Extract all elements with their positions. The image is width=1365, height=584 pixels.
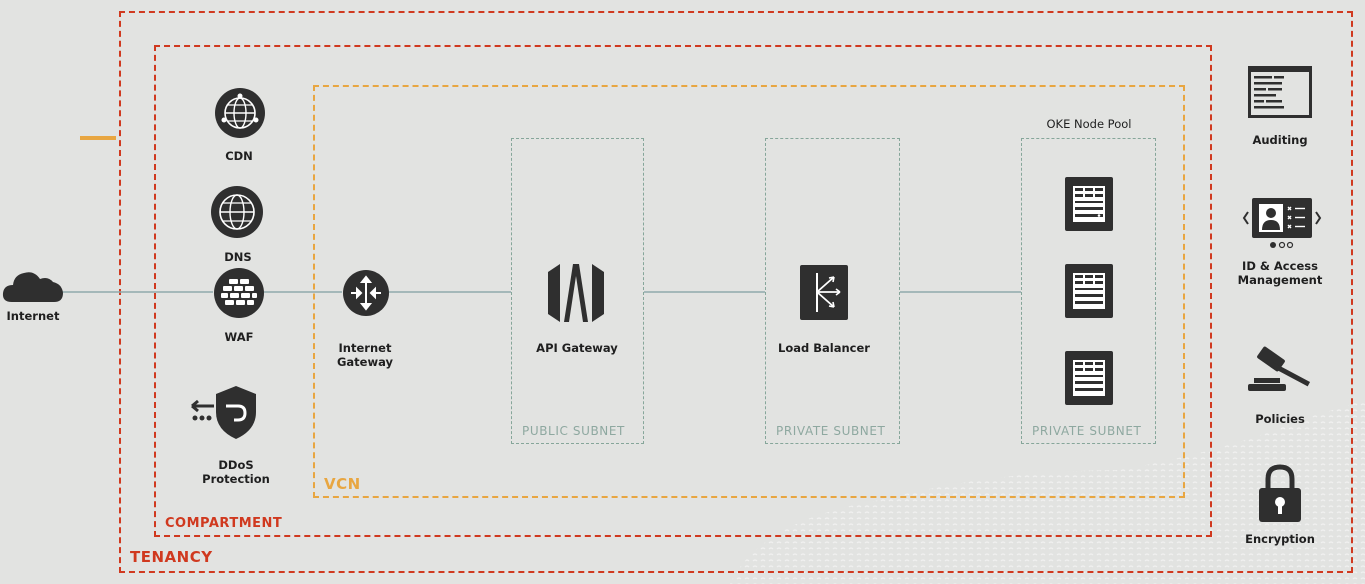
ddos-label-line2: Protection <box>202 472 270 486</box>
lock-icon <box>1259 464 1301 522</box>
public-subnet <box>511 138 644 444</box>
orange-dash-marker <box>80 136 116 140</box>
id-access-icon <box>1242 198 1322 249</box>
internet-gateway-label: Internet Gateway <box>325 341 405 369</box>
vcn-label: VCN <box>324 475 361 493</box>
load-balancer-icon <box>800 265 848 320</box>
gavel-icon <box>1248 346 1311 391</box>
private-subnet-oke <box>1021 138 1156 444</box>
api-gateway-label: API Gateway <box>536 341 618 355</box>
internet-label: Internet <box>6 309 60 323</box>
ddos-shield-icon <box>191 386 256 439</box>
compute-node-icon <box>1065 351 1113 405</box>
igw-label-line2: Gateway <box>336 355 394 369</box>
policies-label: Policies <box>1255 412 1305 426</box>
compute-node-icon <box>1065 177 1113 231</box>
id-access-label: ID & Access Management <box>1230 259 1330 287</box>
cdn-icon <box>215 88 265 138</box>
load-balancer-label: Load Balancer <box>778 341 870 355</box>
public-subnet-label: PUBLIC SUBNET <box>522 424 625 438</box>
waf-icon <box>214 268 264 318</box>
dns-icon <box>211 186 263 238</box>
cloud-icon <box>2 272 63 302</box>
private-subnet-oke-label: PRIVATE SUBNET <box>1032 424 1142 438</box>
tenancy-label: TENANCY <box>130 548 213 566</box>
compartment-boundary <box>154 45 1212 537</box>
ddos-label-line1: DDoS <box>218 458 254 472</box>
private-subnet-lb-label: PRIVATE SUBNET <box>776 424 886 438</box>
private-subnet-lb <box>765 138 900 444</box>
auditing-icon <box>1248 66 1312 118</box>
cdn-label: CDN <box>225 149 253 163</box>
encryption-label: Encryption <box>1245 532 1315 546</box>
waf-label: WAF <box>224 330 254 344</box>
iam-label-line1: ID & Access <box>1242 259 1318 273</box>
iam-label-line2: Management <box>1237 273 1323 287</box>
api-gateway-icon <box>548 264 604 322</box>
oke-node-pool-label: OKE Node Pool <box>1046 117 1132 131</box>
compute-node-icon <box>1065 264 1113 318</box>
auditing-label: Auditing <box>1252 133 1308 147</box>
dns-label: DNS <box>224 250 252 264</box>
ddos-label: DDoS Protection <box>196 458 276 486</box>
router-icon <box>343 270 389 316</box>
compartment-label: COMPARTMENT <box>165 516 283 531</box>
igw-label-line1: Internet <box>338 341 392 355</box>
